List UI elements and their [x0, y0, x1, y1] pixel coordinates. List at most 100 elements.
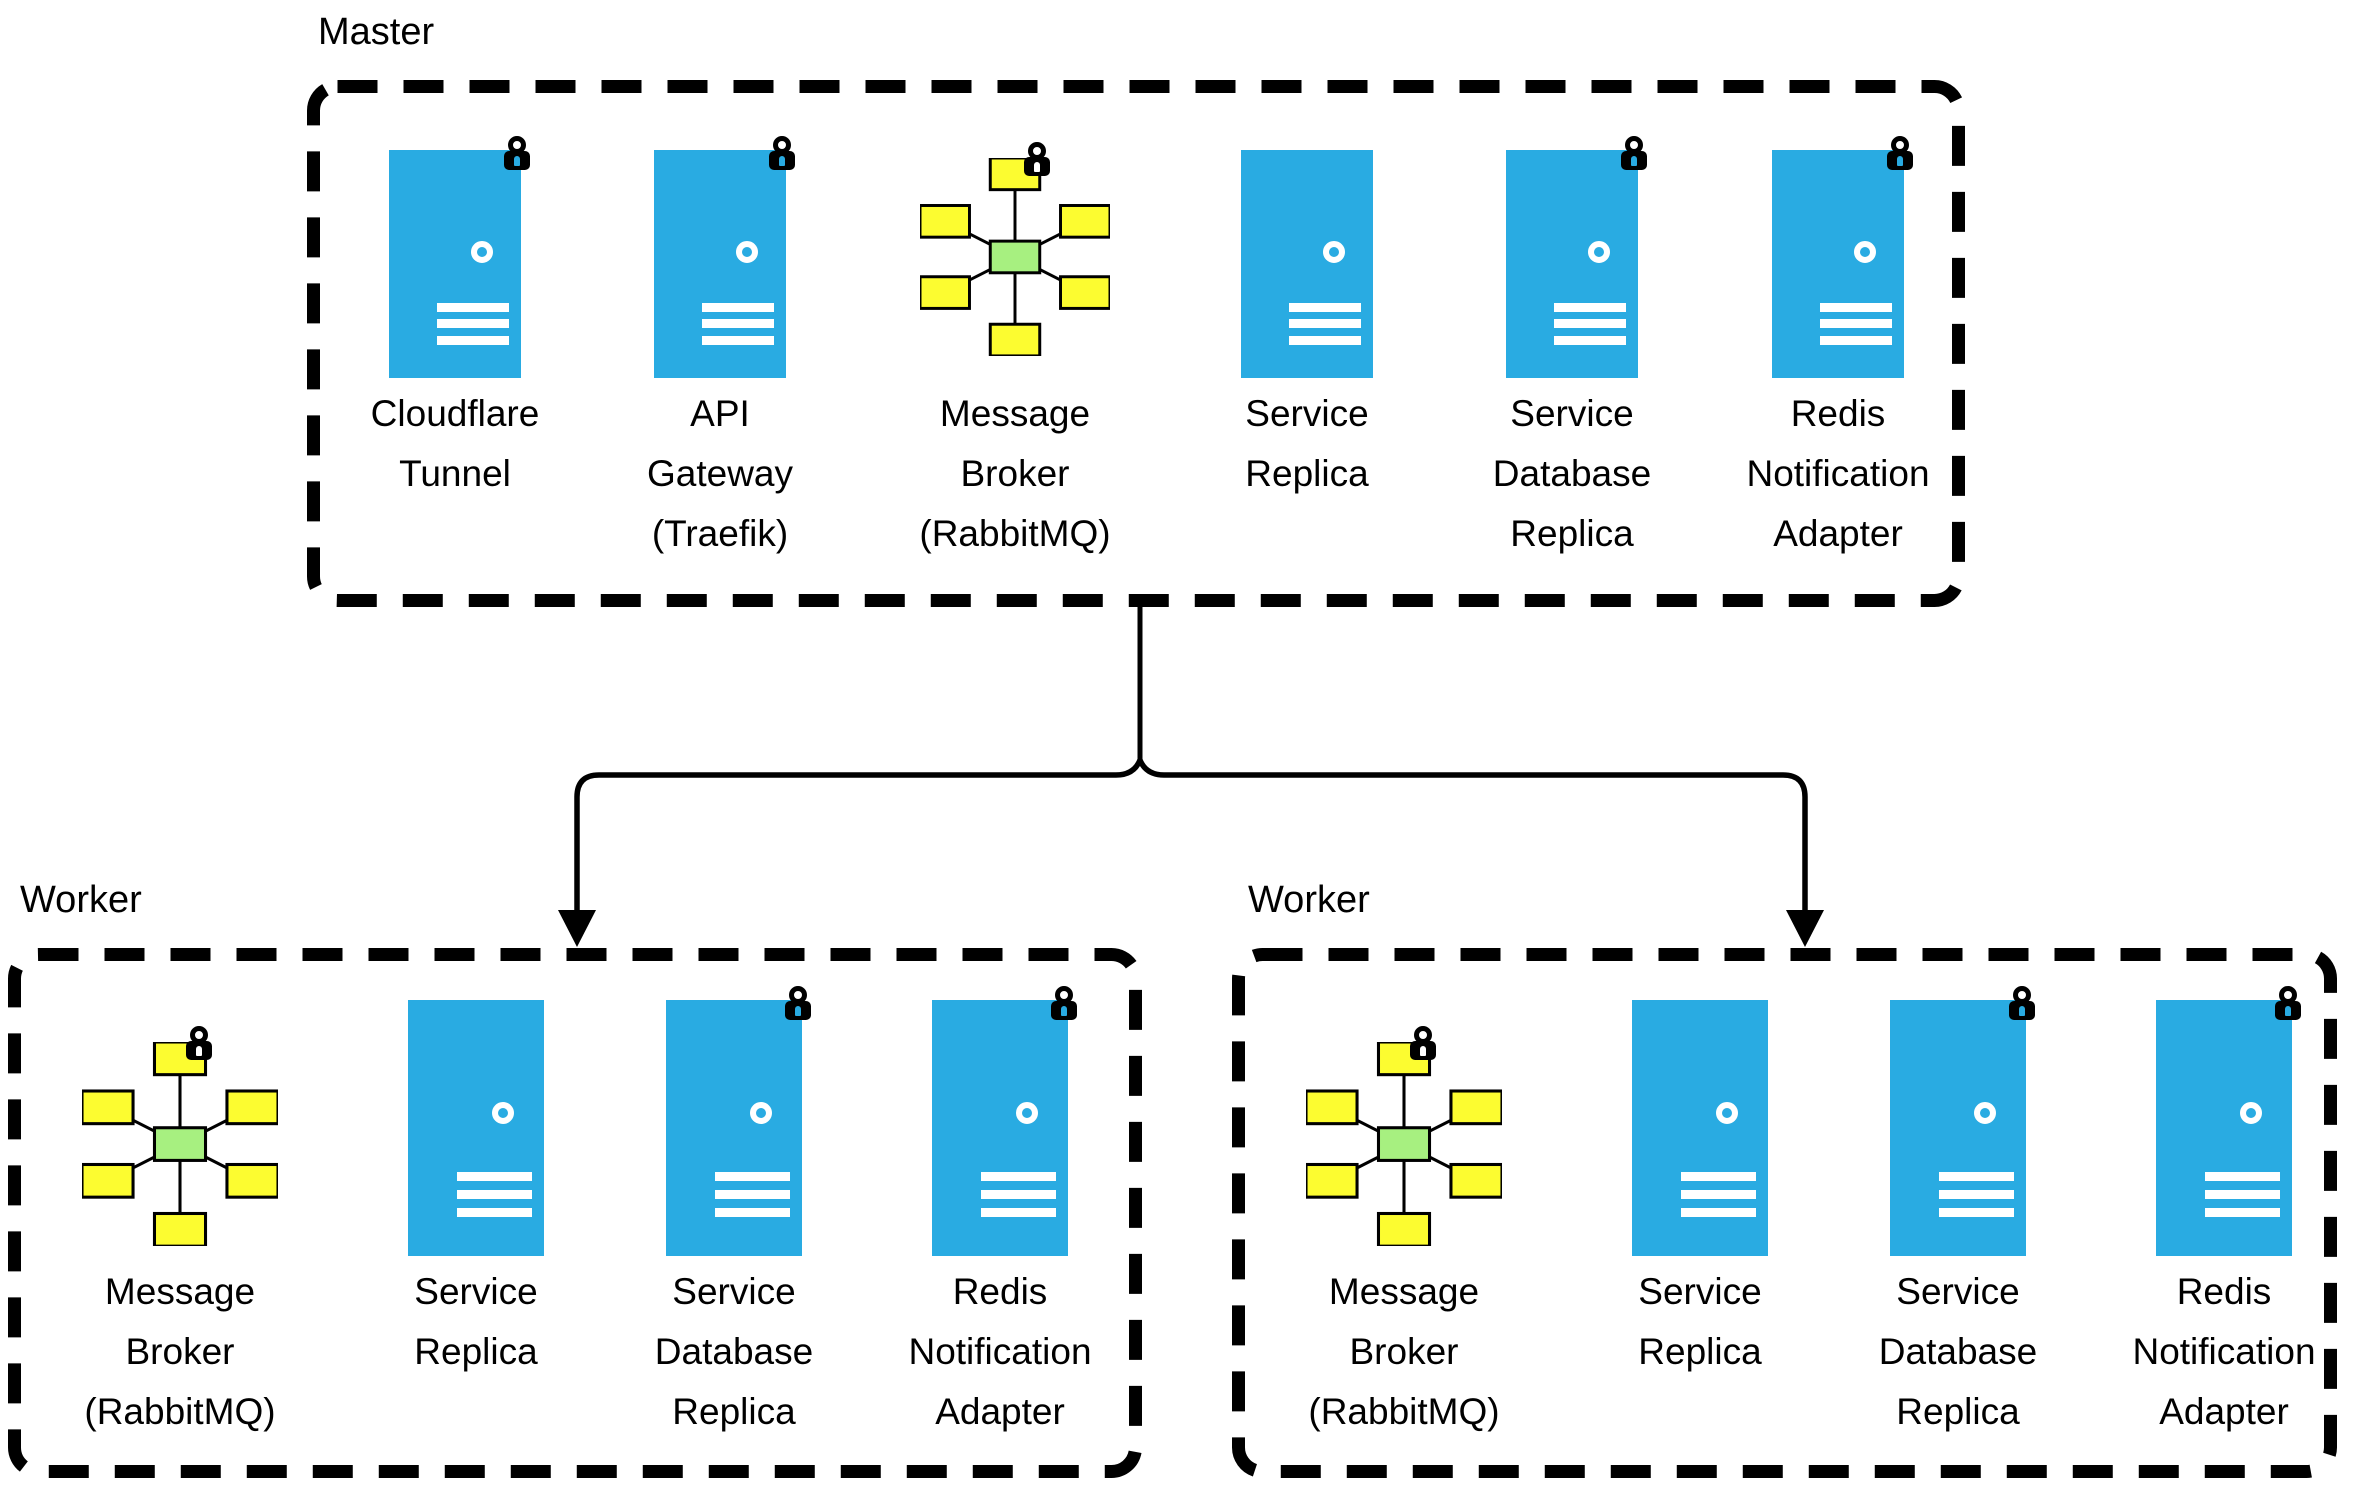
- arrowhead-icon: [1786, 910, 1824, 947]
- server-vent-line: [2204, 1171, 2280, 1181]
- lock-icon: [769, 136, 795, 170]
- server-vent-line: [2204, 1189, 2280, 1199]
- server-indicator-light: [1016, 1102, 1039, 1125]
- server-vent-line: [701, 335, 775, 345]
- server-icon: [389, 136, 530, 378]
- node-redis-notification-adapter: Redis Notification Adapter: [2094, 986, 2354, 1442]
- server-vent-line: [980, 1171, 1056, 1181]
- node-label: Service Database Replica: [1878, 1271, 2038, 1432]
- server-icon: [1241, 150, 1373, 378]
- server-vent-line: [456, 1208, 532, 1218]
- server-indicator-light: [735, 241, 758, 264]
- server-vent-line: [1819, 335, 1893, 345]
- server-indicator-light: [2240, 1102, 2263, 1125]
- server-vent-line: [1680, 1171, 1756, 1181]
- worker-1-group-label: Worker: [20, 879, 142, 921]
- dashed-border: [307, 80, 1965, 607]
- server-vent-line: [980, 1189, 1056, 1199]
- server-vent-line: [1680, 1189, 1756, 1199]
- node-label: Service Database Replica: [1492, 393, 1652, 554]
- server-vent-line: [1680, 1208, 1756, 1218]
- server-vent-line: [1288, 302, 1362, 312]
- node-label: API Gateway (Traefik): [646, 393, 793, 554]
- server-vent-line: [1288, 335, 1362, 345]
- lock-icon: [1621, 136, 1647, 170]
- server-indicator-light: [1853, 241, 1876, 264]
- server-icon: [654, 136, 795, 378]
- server-vent-line: [436, 335, 510, 345]
- lock-icon: [504, 136, 530, 170]
- node-message-broker: Message Broker (RabbitMQ): [885, 112, 1145, 564]
- node-label: Redis Notification Adapter: [908, 1271, 1092, 1432]
- worker-1-group-box: [8, 948, 1142, 1478]
- node-cloudflare-tunnel: Cloudflare Tunnel: [325, 112, 585, 504]
- dashed-border: [8, 948, 1142, 1478]
- lock-icon: [186, 1025, 212, 1060]
- server-icon: [1632, 1000, 1768, 1256]
- node-redis-notification-adapter: Redis Notification Adapter: [1708, 112, 1968, 564]
- server-vent-line: [714, 1208, 790, 1218]
- server-indicator-light: [492, 1102, 515, 1125]
- lock-icon: [1024, 142, 1050, 177]
- broker-graph: [920, 158, 1110, 356]
- server-vent-line: [1819, 302, 1893, 312]
- server-vent-line: [456, 1171, 532, 1181]
- broker-graph: [82, 1041, 278, 1246]
- server-vent-line: [714, 1189, 790, 1199]
- node-service-replica: Service Replica: [1177, 112, 1437, 504]
- server-icon: [932, 986, 1077, 1256]
- server-vent-line: [714, 1171, 790, 1181]
- worker-2-group-label: Worker: [1248, 879, 1370, 921]
- node-label: Redis Notification Adapter: [1746, 393, 1930, 554]
- message-broker-icon: [82, 1025, 278, 1246]
- server-indicator-light: [1587, 241, 1610, 264]
- node-label: Message Broker (RabbitMQ): [919, 393, 1111, 554]
- node-api-gateway: API Gateway (Traefik): [590, 112, 850, 564]
- lock-icon: [1887, 136, 1913, 170]
- message-broker-icon: [920, 142, 1110, 356]
- server-vent-line: [456, 1189, 532, 1199]
- broker-graph: [1306, 1041, 1502, 1246]
- lock-icon: [1051, 986, 1077, 1020]
- server-vent-line: [436, 302, 510, 312]
- server-vent-line: [2204, 1208, 2280, 1218]
- node-service-database-replica: Service Database Replica: [1442, 112, 1702, 564]
- node-label: Redis Notification Adapter: [2132, 1271, 2316, 1432]
- server-vent-line: [1553, 335, 1627, 345]
- lock-icon: [1410, 1025, 1436, 1060]
- node-label: Message Broker (RabbitMQ): [1308, 1271, 1500, 1432]
- server-vent-line: [1553, 319, 1627, 329]
- node-service-replica: Service Replica: [1570, 990, 1830, 1382]
- server-indicator-light: [1322, 241, 1345, 264]
- node-label: Service Replica: [1245, 393, 1369, 494]
- server-icon: [408, 1000, 544, 1256]
- server-vent-line: [1819, 319, 1893, 329]
- master-group-label: Master: [318, 11, 435, 53]
- node-message-broker: Message Broker (RabbitMQ): [1274, 990, 1534, 1442]
- server-indicator-light: [1974, 1102, 1997, 1125]
- master-group-box: [307, 80, 1965, 607]
- server-vent-line: [701, 302, 775, 312]
- node-label: Message Broker (RabbitMQ): [84, 1271, 276, 1432]
- node-label: Service Replica: [414, 1271, 538, 1372]
- server-icon: [1506, 136, 1647, 378]
- node-service-database-replica: Service Database Replica: [1828, 986, 2088, 1442]
- node-redis-notification-adapter: Redis Notification Adapter: [870, 986, 1130, 1442]
- server-icon: [1772, 136, 1913, 378]
- server-vent-line: [1553, 302, 1627, 312]
- lock-icon: [2009, 986, 2035, 1020]
- server-icon: [2156, 986, 2301, 1256]
- arrowhead-icon: [558, 910, 596, 947]
- server-indicator-light: [470, 241, 493, 264]
- server-vent-line: [1938, 1171, 2014, 1181]
- lock-icon: [2275, 986, 2301, 1020]
- server-vent-line: [1938, 1208, 2014, 1218]
- server-vent-line: [980, 1208, 1056, 1218]
- node-message-broker: Message Broker (RabbitMQ): [50, 990, 310, 1442]
- server-vent-line: [1288, 319, 1362, 329]
- node-label: Cloudflare Tunnel: [370, 393, 540, 494]
- node-service-database-replica: Service Database Replica: [604, 986, 864, 1442]
- node-label: Service Database Replica: [654, 1271, 814, 1432]
- server-indicator-light: [750, 1102, 773, 1125]
